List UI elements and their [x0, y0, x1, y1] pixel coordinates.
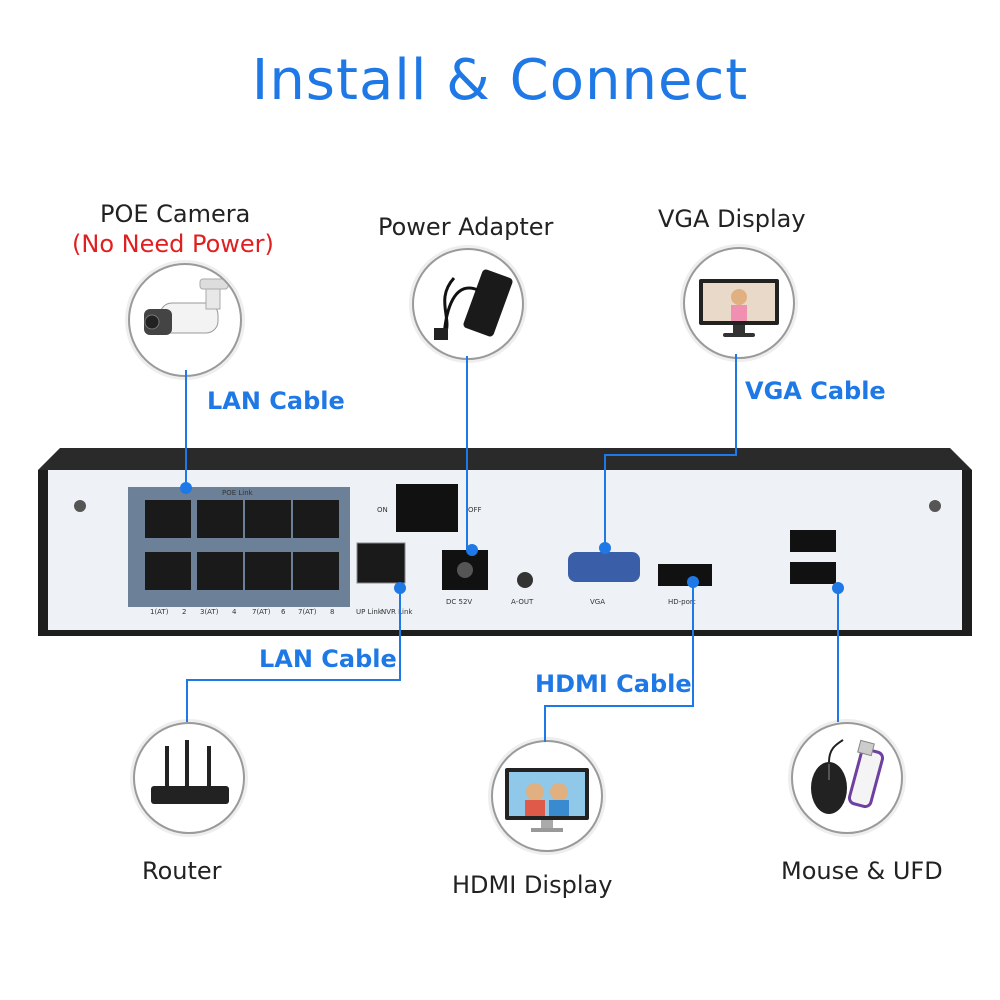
nvr-link-text: NVR Link	[381, 608, 413, 616]
port-label: 6	[281, 608, 286, 616]
rj45-port[interactable]	[293, 552, 339, 590]
hdmi-display-circle	[491, 740, 603, 852]
hdmi-display-label: HDMI Display	[452, 871, 613, 899]
switch-off-text: OFF	[468, 506, 482, 514]
vga-display-circle	[683, 247, 795, 359]
camera-icon	[144, 278, 229, 335]
rj45-port[interactable]	[145, 552, 191, 590]
audio-out-port[interactable]	[517, 572, 533, 588]
poe-link-text: POE Link	[222, 489, 254, 497]
router-icon	[151, 740, 229, 804]
connection-dots	[180, 482, 844, 594]
port-label: 7(AT)	[298, 608, 317, 616]
port-label: 4	[232, 608, 237, 616]
vga-cable-label: VGA Cable	[745, 377, 886, 405]
power-adapter-label: Power Adapter	[378, 213, 554, 241]
usb-port[interactable]	[790, 530, 836, 552]
aout-text: A-OUT	[511, 598, 534, 606]
router-circle	[133, 722, 245, 834]
port-label: 3(AT)	[200, 608, 219, 616]
poe-port-labels: 1(AT) 2 3(AT) 4 7(AT) 6 7(AT) 8	[150, 608, 334, 616]
power-switch[interactable]	[396, 484, 458, 532]
usb-port[interactable]	[790, 562, 836, 584]
tv-icon	[505, 768, 589, 832]
port-label: 1(AT)	[150, 608, 169, 616]
camera-label: POE Camera	[100, 200, 251, 228]
screw-icon	[74, 500, 86, 512]
screw-icon	[929, 500, 941, 512]
up-link-text: UP Link	[356, 608, 383, 616]
rj45-port[interactable]	[293, 500, 339, 538]
port-label: 7(AT)	[252, 608, 271, 616]
connection-wires	[185, 354, 839, 742]
switch-on-text: ON	[377, 506, 388, 514]
nvr-top-edge	[38, 448, 972, 470]
router-label: Router	[142, 857, 222, 885]
rj45-port[interactable]	[197, 500, 243, 538]
port-label: 2	[182, 608, 186, 616]
lan-cable-label-bottom: LAN Cable	[259, 645, 397, 673]
dc-text: DC 52V	[446, 598, 472, 606]
mouse-ufd-circle	[791, 722, 903, 834]
camera-circle	[128, 263, 242, 377]
mouse-usb-icon	[811, 739, 885, 814]
power-adapter-icon	[434, 269, 513, 340]
vga-display-label: VGA Display	[658, 205, 806, 233]
hdport-text: HD-port	[668, 598, 696, 606]
page-title: Install & Connect	[251, 48, 749, 113]
power-adapter-circle	[412, 248, 524, 360]
hdmi-cable-label: HDMI Cable	[535, 670, 692, 698]
vga-text: VGA	[590, 598, 605, 606]
rj45-port[interactable]	[245, 552, 291, 590]
monitor-icon	[699, 279, 779, 337]
vga-port[interactable]	[568, 552, 640, 582]
hdmi-port[interactable]	[658, 564, 712, 586]
uplink-port[interactable]	[356, 542, 406, 584]
port-label: 8	[330, 608, 334, 616]
poe-ports	[145, 500, 339, 590]
rj45-port[interactable]	[245, 500, 291, 538]
rj45-port[interactable]	[145, 500, 191, 538]
camera-note: (No Need Power)	[72, 230, 274, 258]
mouse-ufd-label: Mouse & UFD	[781, 857, 943, 885]
lan-cable-label-top: LAN Cable	[207, 387, 345, 415]
rj45-port[interactable]	[197, 552, 243, 590]
